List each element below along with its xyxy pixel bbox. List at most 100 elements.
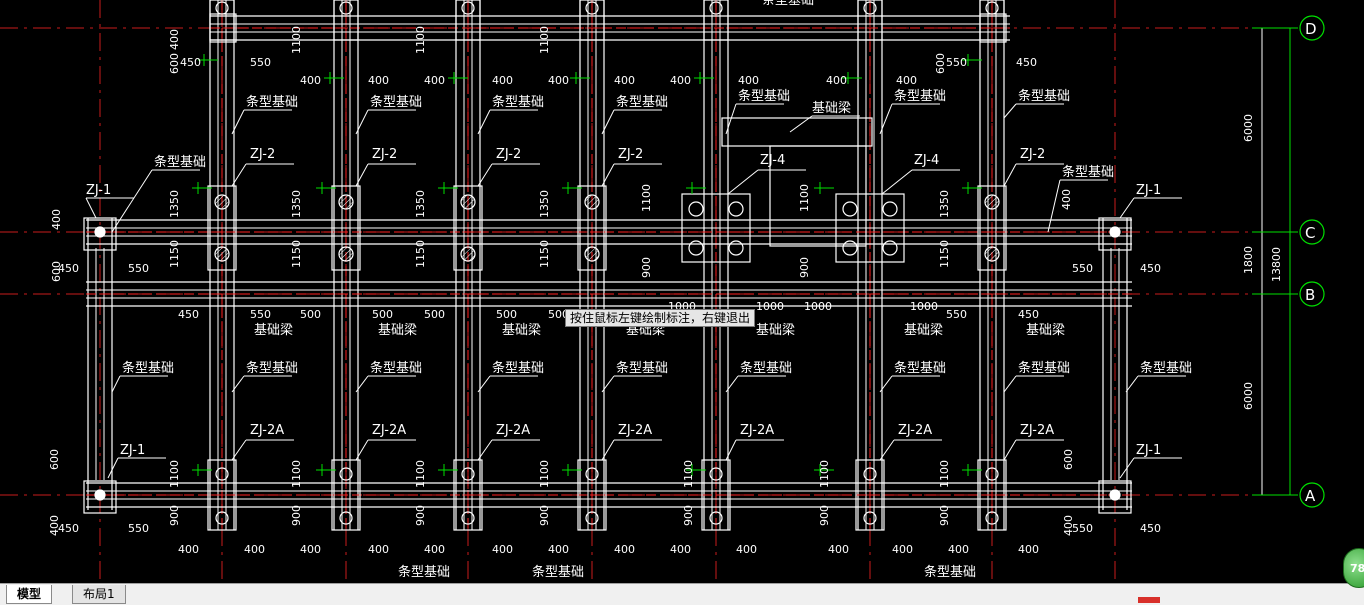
pile bbox=[461, 511, 475, 525]
pile bbox=[214, 194, 230, 210]
pile bbox=[985, 467, 999, 481]
pile-cap-top bbox=[579, 0, 605, 41]
dim-text: 550 bbox=[1072, 262, 1093, 275]
dim-text: 900 bbox=[640, 257, 653, 278]
dim-text: 500 bbox=[496, 308, 517, 321]
beam-label: 基础梁 bbox=[812, 101, 851, 116]
pile bbox=[214, 246, 230, 262]
pile-cap-zj2a bbox=[701, 459, 731, 531]
dim-text: 450 bbox=[1140, 262, 1161, 275]
zj1-label: ZJ-1 bbox=[1136, 183, 1161, 198]
zj1-label: ZJ-1 bbox=[86, 183, 111, 198]
zj1-label: ZJ-1 bbox=[120, 443, 145, 458]
strip-label: 条型基础 bbox=[1018, 88, 1070, 104]
dim-text: 1150 bbox=[290, 240, 303, 268]
strip-label: 条型基础 bbox=[740, 360, 792, 376]
dim-text: 600 bbox=[1062, 449, 1075, 470]
beam-label: 基础梁 bbox=[756, 323, 795, 338]
dim-text: 400 bbox=[244, 543, 265, 556]
zj2a-label: ZJ-2A bbox=[372, 423, 406, 438]
strip-label: 条型基础 bbox=[894, 88, 946, 104]
pile bbox=[585, 1, 599, 15]
zj2-label: ZJ-2 bbox=[1020, 147, 1045, 162]
dim-text: 400 bbox=[896, 74, 917, 87]
zj2-label: ZJ-2 bbox=[496, 147, 521, 162]
axis-label: D bbox=[1305, 20, 1317, 38]
dim-text: 900 bbox=[168, 505, 181, 526]
strip-label: 条型基础 bbox=[894, 360, 946, 376]
dim-text: 450 bbox=[1018, 308, 1039, 321]
pile bbox=[985, 511, 999, 525]
dim-text: 400 bbox=[1018, 543, 1039, 556]
zj2a-label: ZJ-2A bbox=[250, 423, 284, 438]
command-tooltip: 按住鼠标左键绘制标注，右键退出 bbox=[565, 309, 756, 327]
pile bbox=[984, 246, 1000, 262]
axis-label: A bbox=[1305, 487, 1316, 505]
dim-text: 400 bbox=[828, 543, 849, 556]
dim-text: 1100 bbox=[168, 460, 181, 488]
beam-label: 基础梁 bbox=[378, 323, 417, 338]
pile bbox=[842, 240, 858, 256]
zj2a-label: ZJ-2A bbox=[1020, 423, 1054, 438]
pile bbox=[339, 511, 353, 525]
pile bbox=[728, 240, 744, 256]
dim-text: 450 bbox=[58, 262, 79, 275]
dim-text: 500 bbox=[300, 308, 321, 321]
zj2-label: ZJ-2 bbox=[618, 147, 643, 162]
dim-text: 900 bbox=[818, 505, 831, 526]
zj1-label: ZJ-1 bbox=[1136, 443, 1161, 458]
strip-label: 条型基础 bbox=[122, 360, 174, 376]
pile bbox=[94, 226, 106, 238]
dim-text: 900 bbox=[414, 505, 427, 526]
pile-cap-top bbox=[703, 0, 729, 41]
pile-cap-zj4 bbox=[681, 193, 751, 263]
tab-model[interactable]: 模型 bbox=[6, 585, 53, 604]
leader-line bbox=[725, 439, 737, 461]
pile bbox=[338, 194, 354, 210]
beam-box bbox=[769, 145, 867, 247]
pile-cap-zj2a bbox=[977, 459, 1007, 531]
strip-label: 条型基础 bbox=[492, 360, 544, 376]
dim-text: 900 bbox=[538, 505, 551, 526]
tab-layout1[interactable]: 布局1 bbox=[72, 585, 126, 604]
dim-text: 400 bbox=[368, 543, 389, 556]
dim-text: 500 bbox=[372, 308, 393, 321]
dim-text: 400 bbox=[50, 209, 63, 230]
dim-text: 400 bbox=[736, 543, 757, 556]
pile bbox=[688, 201, 704, 217]
pile-cap-zj2a bbox=[453, 459, 483, 531]
dim-text: 1350 bbox=[538, 190, 551, 218]
pile bbox=[339, 1, 353, 15]
dim-text: 1350 bbox=[938, 190, 951, 218]
dim-text: 400 bbox=[178, 543, 199, 556]
pile bbox=[584, 246, 600, 262]
dim-text: 1000 bbox=[910, 300, 938, 313]
pile bbox=[339, 467, 353, 481]
leader-line bbox=[1003, 439, 1017, 461]
dim-text: 400 bbox=[614, 543, 635, 556]
dim-text: 400 bbox=[614, 74, 635, 87]
strip-label: 条型基础 bbox=[616, 94, 668, 110]
pile-cap-zj2a bbox=[207, 459, 237, 531]
dim-text: 600 bbox=[48, 449, 61, 470]
assistant-button[interactable]: 78 bbox=[1343, 548, 1364, 588]
dim-text: 1350 bbox=[290, 190, 303, 218]
pile bbox=[882, 201, 898, 217]
axis-label: C bbox=[1305, 224, 1315, 242]
dim-text: 1100 bbox=[682, 460, 695, 488]
axis-bubble bbox=[1299, 281, 1325, 307]
dim-text: 400 bbox=[424, 543, 445, 556]
zj2a-label: ZJ-2A bbox=[740, 423, 774, 438]
zj2a-label: ZJ-2A bbox=[898, 423, 932, 438]
leader-line bbox=[725, 375, 739, 393]
dim-text: 6000 bbox=[1242, 114, 1255, 142]
dim-text: 1150 bbox=[414, 240, 427, 268]
pile bbox=[585, 511, 599, 525]
dim-text: 1350 bbox=[414, 190, 427, 218]
pile-cap-zj1 bbox=[83, 480, 117, 514]
axis-label: B bbox=[1305, 286, 1315, 304]
dim-text: 400 bbox=[670, 543, 691, 556]
dim-text: 550 bbox=[250, 308, 271, 321]
pile bbox=[842, 201, 858, 217]
